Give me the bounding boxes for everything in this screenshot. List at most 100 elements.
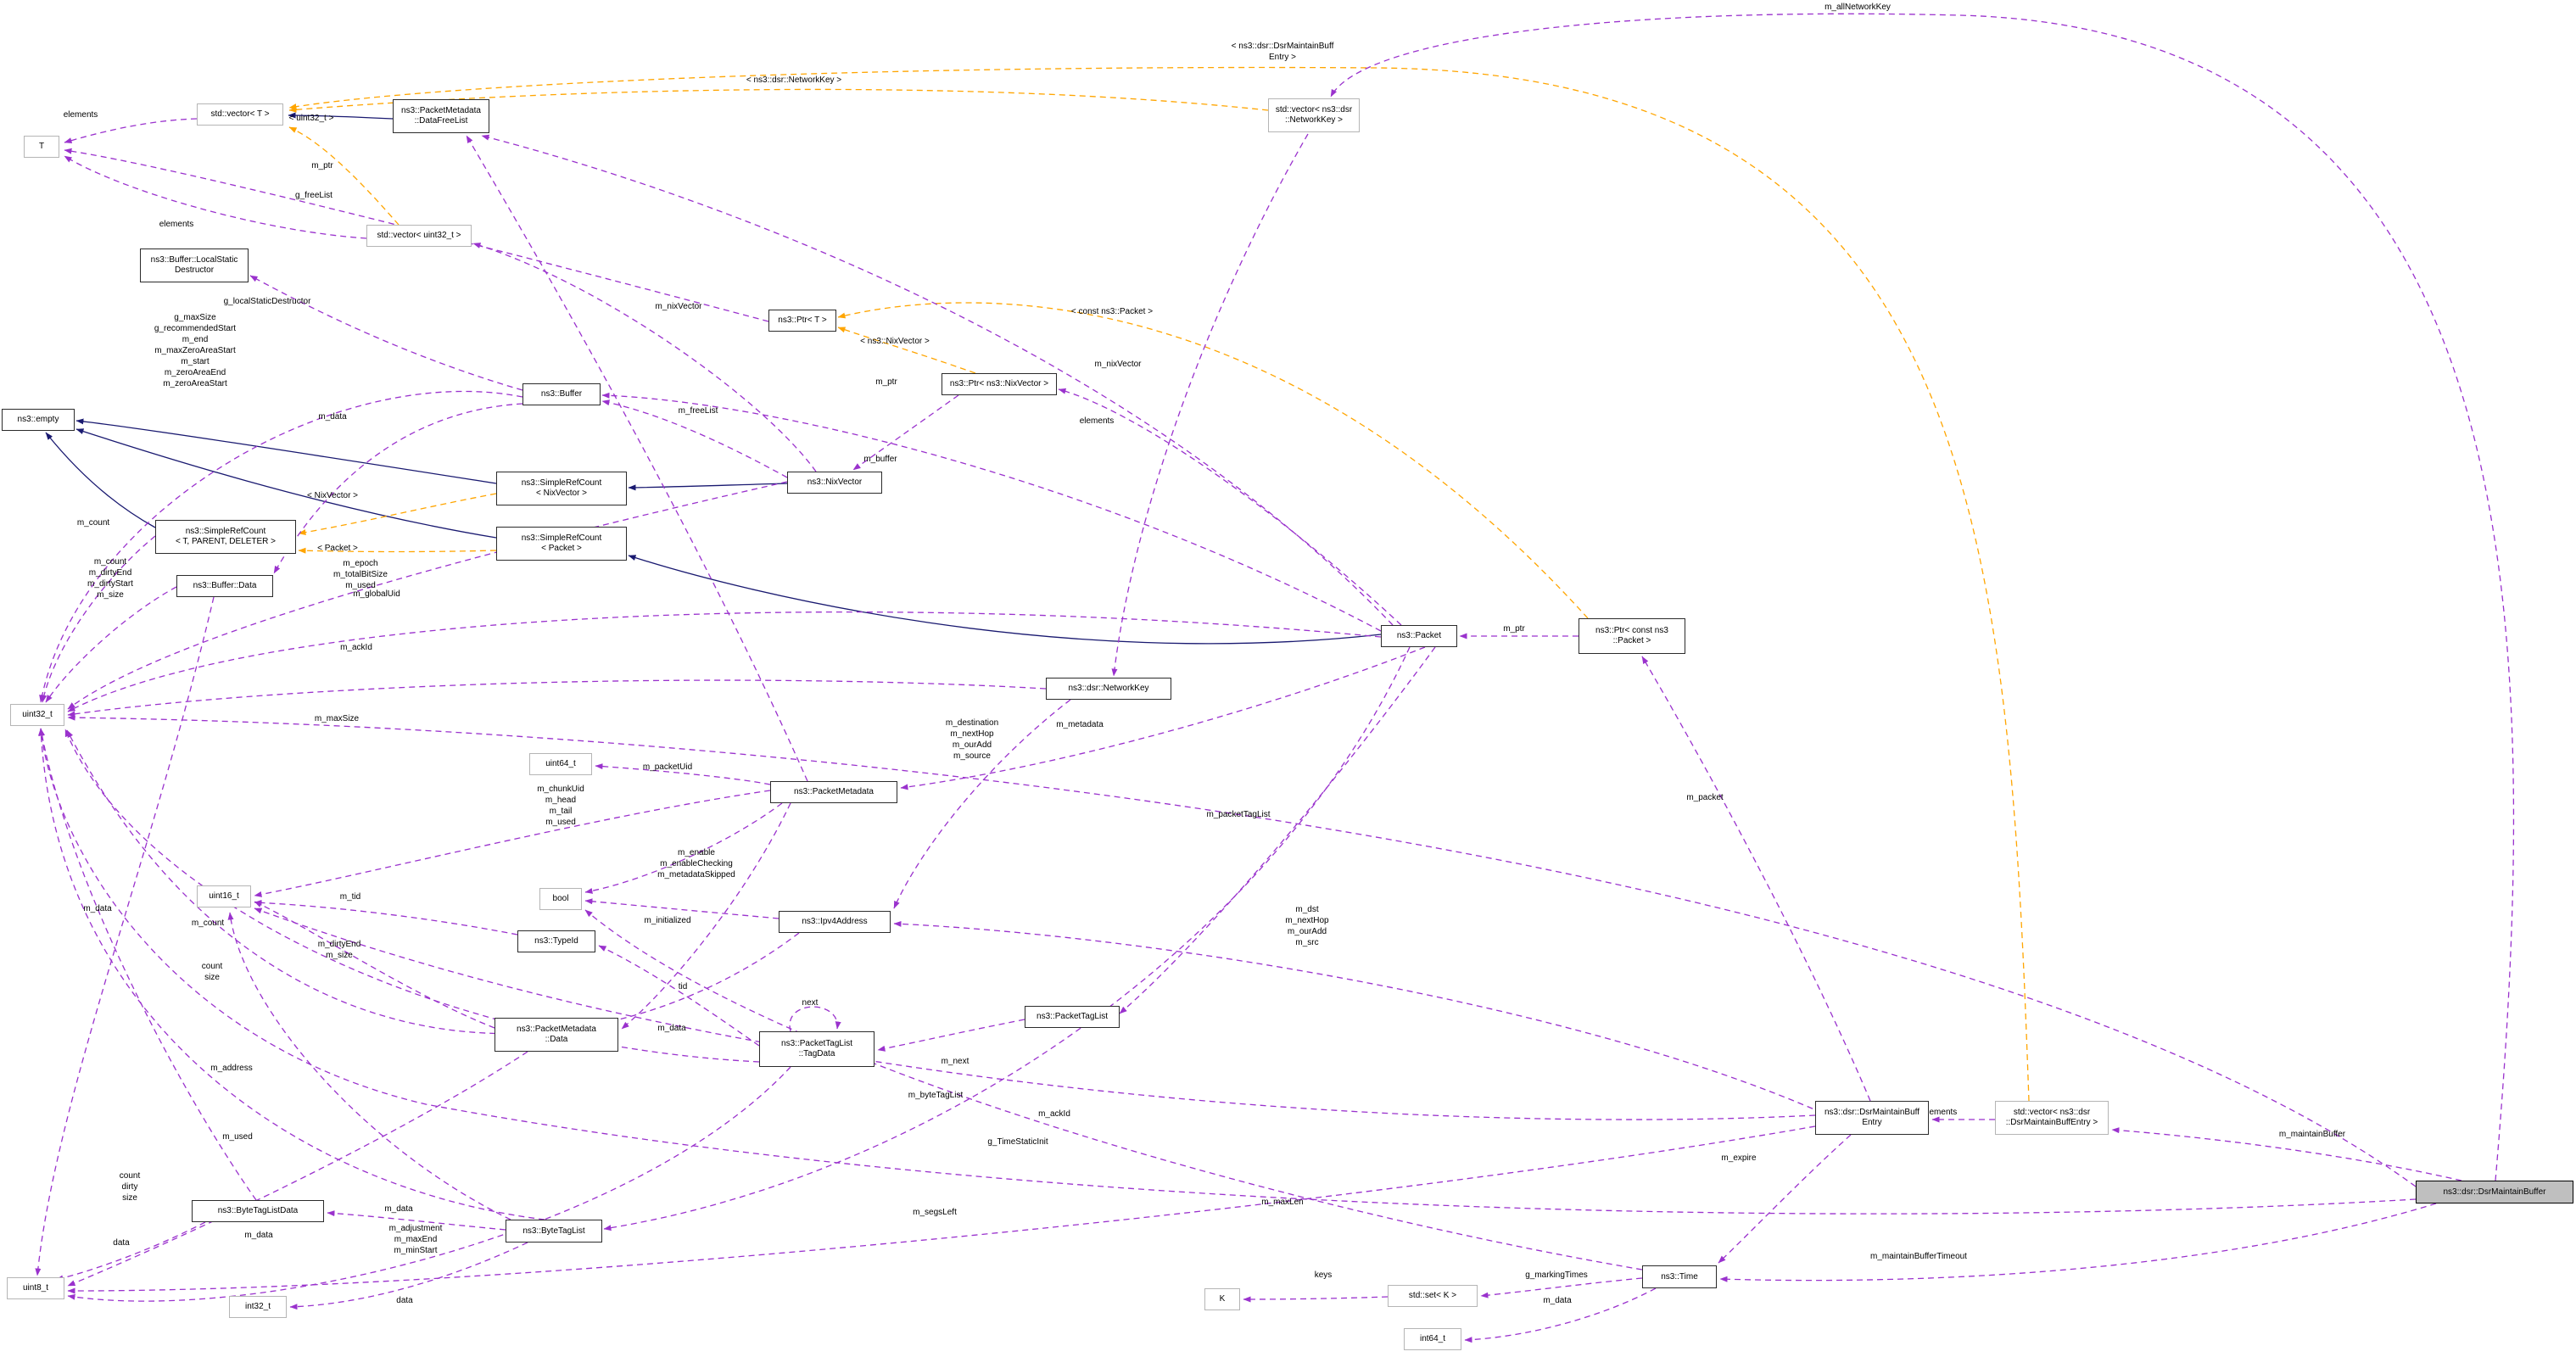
class-node-pmdData[interactable]: ns3::PacketMetadata ::Data [495, 1018, 618, 1052]
edge-template [837, 327, 976, 374]
edge-label: m_expire [1721, 1153, 1757, 1163]
edge-usage [227, 912, 511, 1220]
edge-usage [584, 802, 783, 894]
class-node-srcTPD[interactable]: ns3::SimpleRefCount < T, PARENT, DELETER… [155, 520, 296, 554]
class-node-time[interactable]: ns3::Time [1642, 1265, 1717, 1288]
class-node-ptrConstPacket[interactable]: ns3::Ptr< const ns3 ::Packet > [1579, 618, 1685, 654]
edge-usage [35, 596, 215, 1276]
edge-label: m_data [1543, 1296, 1572, 1305]
edge-inheritance [45, 432, 156, 528]
edge-label: m_destination m_nextHop m_ourAdd m_sourc… [945, 718, 999, 761]
edge-label: m_globalUid [353, 589, 400, 599]
edge-usage [1464, 1287, 1657, 1343]
edge-inheritance [628, 483, 788, 491]
class-node-packetTagList[interactable]: ns3::PacketTagList [1025, 1006, 1120, 1028]
edge-usage [273, 403, 523, 574]
class-node-empty[interactable]: ns3::empty [2, 409, 75, 431]
edge-usage [584, 898, 780, 919]
edge-usage [1719, 1203, 2437, 1282]
edge-usage [584, 909, 1643, 1270]
edge-usage [1330, 13, 2515, 1181]
edge-label: m_maxSize [314, 714, 360, 723]
edge-label: m_ackId [340, 643, 372, 652]
edge-label: < ns3::dsr::DsrMaintainBuff Entry > [1231, 42, 1334, 62]
edge-label: count size [201, 962, 223, 982]
class-node-packet[interactable]: ns3::Packet [1381, 625, 1457, 647]
edge-usage [1718, 1134, 1852, 1264]
edge-usage [893, 699, 1071, 909]
edge-template [288, 126, 400, 226]
class-node-ptrNixVector[interactable]: ns3::Ptr< ns3::NixVector > [942, 373, 1057, 395]
edge-label: m_dst m_nextHop m_ourAdd m_src [1285, 905, 1329, 947]
edge-label: m_initialized [644, 916, 691, 925]
edge-usage [603, 646, 1411, 1231]
edge-label: < const ns3::Packet > [1070, 307, 1154, 316]
edge-label: < NixVector > [306, 491, 359, 500]
edge-usage [1119, 646, 1436, 1014]
edge-template [298, 493, 497, 536]
class-node-boolBox: bool [539, 888, 582, 910]
edge-usage [877, 1019, 1025, 1052]
edge-label: m_data [318, 412, 347, 422]
edge-label: < uint32_t > [288, 114, 334, 123]
edge-usage [67, 1125, 1816, 1294]
edge-label: next [802, 998, 819, 1008]
edge-inheritance [288, 112, 394, 120]
class-node-bufferData[interactable]: ns3::Buffer::Data [176, 575, 273, 597]
class-node-buffer[interactable]: ns3::Buffer [522, 383, 601, 405]
edge-label: m_count m_dirtyEnd m_dirtyStart m_size [87, 557, 133, 600]
class-node-tagData[interactable]: ns3::PacketTagList ::TagData [759, 1031, 874, 1067]
edge-label: count dirty size [119, 1171, 141, 1203]
class-node-T: T [24, 136, 59, 158]
class-node-uint32: uint32_t [10, 704, 64, 726]
class-node-maintainBuffer: ns3::dsr::DsrMaintainBuffer [2416, 1181, 2573, 1203]
class-node-byteTagListData[interactable]: ns3::ByteTagListData [192, 1200, 324, 1222]
edge-usage [254, 790, 771, 897]
edge-label: m_freeList [678, 406, 718, 416]
class-node-dataFreeList[interactable]: ns3::PacketMetadata ::DataFreeList [393, 99, 489, 133]
edge-label: m_used [222, 1132, 253, 1142]
edge-usage [67, 481, 788, 710]
class-node-networkKey[interactable]: ns3::dsr::NetworkKey [1046, 678, 1171, 700]
edge-label: m_segsLeft [913, 1208, 957, 1217]
edge-label: m_ackId [1038, 1109, 1070, 1119]
edge-label: m_adjustment m_maxEnd m_minStart [388, 1224, 443, 1255]
class-node-srcNixVector[interactable]: ns3::SimpleRefCount < NixVector > [496, 472, 627, 505]
class-node-byteTagList[interactable]: ns3::ByteTagList [506, 1220, 602, 1243]
edge-usage [249, 275, 523, 391]
edge-usage [67, 714, 2417, 1187]
class-node-entry[interactable]: ns3::dsr::DsrMaintainBuff Entry [1815, 1101, 1929, 1135]
edge-label: m_ptr [311, 161, 333, 170]
edge-label: g_localStaticDestructor [223, 297, 311, 306]
edge-usage [254, 899, 518, 935]
edge-usage [66, 729, 800, 1035]
class-node-typeId[interactable]: ns3::TypeId [517, 930, 595, 952]
class-node-localStatic[interactable]: ns3::Buffer::LocalStatic Destructor [140, 249, 249, 282]
class-node-vectorNetworkKey: std::vector< ns3::dsr ::NetworkKey > [1268, 98, 1360, 132]
edge-label: m_allNetworkKey [1824, 3, 1891, 12]
class-node-srcPacket[interactable]: ns3::SimpleRefCount < Packet > [496, 527, 627, 561]
edge-usage [1058, 388, 1402, 626]
class-node-uint64: uint64_t [529, 753, 592, 775]
edge-label: m_data [244, 1231, 273, 1240]
edge-usage [1111, 133, 1309, 677]
edge-usage [67, 1066, 791, 1302]
edge-label: m_dirtyEnd m_size [317, 940, 361, 960]
edge-label: m_maintainBuffer [2278, 1130, 2346, 1139]
edge-usage [55, 1221, 206, 1282]
edge-label: m_packetTagList [1206, 810, 1271, 819]
edge-usage [1480, 1277, 1643, 1298]
edge-usage [289, 1242, 528, 1310]
class-node-ptrT[interactable]: ns3::Ptr< T > [768, 310, 836, 332]
class-node-ipv4[interactable]: ns3::Ipv4Address [779, 911, 891, 933]
edge-template [837, 302, 1589, 619]
edge-label: m_packetUid [642, 762, 693, 772]
edge-usage [789, 1006, 841, 1032]
class-node-nixVector[interactable]: ns3::NixVector [787, 472, 882, 494]
class-node-packetMetadata[interactable]: ns3::PacketMetadata [770, 781, 897, 803]
edge-usage [254, 907, 1816, 1120]
edge-usage [621, 802, 791, 1030]
edge-label: data [113, 1238, 130, 1248]
class-node-int32: int32_t [229, 1296, 287, 1318]
edge-inheritance [75, 418, 497, 484]
